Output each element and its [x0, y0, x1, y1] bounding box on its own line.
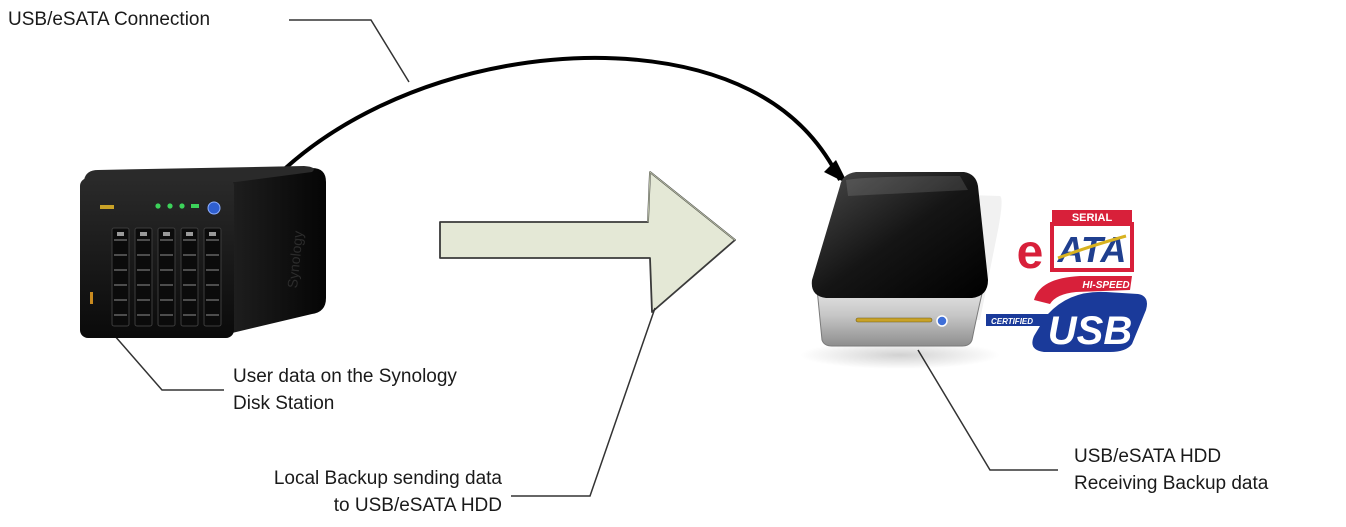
esata-ata-text: ATA [1057, 229, 1127, 270]
connection-arrowhead [824, 160, 848, 184]
esata-serial-text: SERIAL [1072, 212, 1113, 224]
nas-brand-text: Synology [284, 230, 306, 289]
synology-nas-icon: Synology [80, 166, 326, 338]
external-hdd-icon [800, 172, 1002, 369]
leader-local-backup [511, 307, 656, 497]
usb-main-text: USB [1048, 309, 1132, 353]
leader-connection [289, 19, 410, 83]
usb-logo: HI-SPEED CERTIFIED USB [986, 276, 1147, 353]
label-local-backup: Local Backup sending data to USB/eSATA H… [273, 468, 502, 516]
esata-e-text: e [1017, 226, 1044, 279]
label-user-data: User data on the Synology Disk Station [233, 366, 457, 414]
leader-user-data [113, 334, 224, 391]
big-right-arrow [439, 171, 736, 313]
esata-logo: SERIAL ATA e [1017, 210, 1134, 279]
leader-hdd [917, 349, 1058, 471]
connection-curve [268, 55, 842, 185]
usb-hispeed-text: HI-SPEED [1082, 280, 1129, 291]
big-right-arrow-shade [647, 170, 736, 241]
label-usb-esata-connection: USB/eSATA Connection [8, 9, 211, 30]
label-usb-esata-hdd: USB/eSATA HDD Receiving Backup data [1074, 446, 1269, 494]
usb-certified-text: CERTIFIED [991, 317, 1033, 326]
